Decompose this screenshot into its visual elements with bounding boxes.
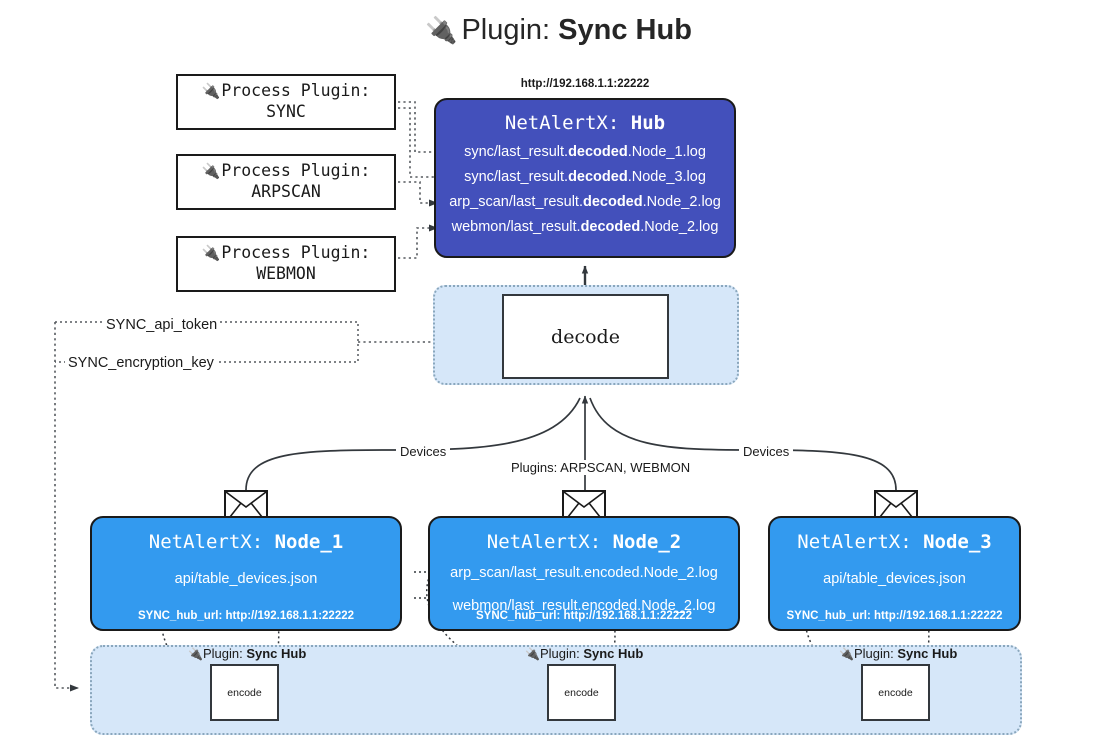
hub-log-strong: decoded: [580, 218, 641, 235]
plug-icon: 🔌: [201, 82, 221, 101]
plug-icon: 🔌: [201, 244, 221, 263]
node-title: NetAlertX: Node_3: [770, 531, 1019, 553]
hub-log-post: .Node_2.log: [642, 193, 721, 210]
hub-title-name: Hub: [630, 112, 666, 134]
plug-icon: 🔌: [425, 15, 458, 45]
hub-log-post: .Node_3.log: [627, 168, 706, 185]
encoder-plugin-name: Sync Hub: [246, 646, 307, 661]
sync-encryption-key-label: SYNC_encryption_key: [65, 355, 217, 371]
edge-label-devices-right: Devices: [739, 444, 794, 459]
sync-api-token-label: SYNC_api_token: [103, 317, 221, 333]
node-artifact: webmon/last_result.encoded.Node_2.log: [452, 597, 716, 614]
node-title-prefix: NetAlertX:: [486, 531, 613, 553]
hub-log-post: .Node_2.log: [640, 218, 719, 235]
node-artifact: api/table_devices.json: [823, 571, 966, 587]
process-plugin-label: Process Plugin:: [221, 243, 371, 263]
encoder-plugin-label: 🔌Plugin: Sync Hub: [188, 646, 306, 661]
hub-url-label: http://192.168.1.1:22222: [520, 78, 650, 90]
hub-log-strong: decoded: [582, 193, 643, 210]
hub-log-pre: sync/last_result.: [464, 168, 569, 185]
hub-title-prefix: NetAlertX:: [504, 112, 631, 134]
encoder-plugin-prefix: Plugin:: [539, 646, 584, 661]
encoder-plugin-label: 🔌Plugin: Sync Hub: [525, 646, 643, 661]
hub-log-line: webmon/last_result.decoded.Node_2.log: [436, 215, 734, 240]
process-plugin-label: Process Plugin:: [221, 161, 371, 181]
title-name: Sync Hub: [558, 14, 692, 46]
node-box-node-3[interactable]: NetAlertX: Node_3 api/table_devices.json…: [768, 516, 1021, 631]
process-plugin-value: WEBMON: [256, 264, 316, 283]
hub-log-strong: decoded: [568, 168, 628, 185]
node-hub-url: SYNC_hub_url: http://192.168.1.1:22222: [137, 610, 355, 622]
encoder-plugin-prefix: Plugin:: [202, 646, 247, 661]
node-title: NetAlertX: Node_1: [92, 531, 400, 553]
process-plugin-value: ARPSCAN: [251, 182, 321, 201]
hub-log-pre: sync/last_result.: [464, 144, 569, 160]
hub-log-line: sync/last_result.decoded.Node_1.log: [436, 140, 734, 165]
process-plugin-label: Process Plugin:: [221, 81, 371, 101]
plug-icon: 🔌: [188, 647, 203, 661]
node-title-name: Node_1: [274, 531, 344, 553]
decode-box[interactable]: decode: [502, 294, 669, 379]
encode-box[interactable]: encode: [861, 664, 930, 721]
node-title: NetAlertX: Node_2: [430, 531, 738, 553]
process-plugin-webmon[interactable]: 🔌Process Plugin: WEBMON: [176, 236, 396, 292]
encoder-plugin-prefix: Plugin:: [853, 646, 898, 661]
title-prefix: Plugin:: [461, 14, 559, 46]
node-artifact: api/table_devices.json: [174, 571, 318, 587]
node-hub-url: SYNC_hub_url: http://192.168.1.1:22222: [475, 610, 693, 622]
hub-log-line: arp_scan/last_result.decoded.Node_2.log: [436, 190, 734, 215]
hub-log-pre: arp_scan/last_result.: [449, 193, 583, 210]
node-title-name: Node_3: [923, 531, 992, 553]
node-hub-url: SYNC_hub_url: http://192.168.1.1:22222: [786, 610, 1003, 622]
encoder-plugin-name: Sync Hub: [583, 646, 644, 661]
edge-label-plugins: Plugins: ARPSCAN, WEBMON: [507, 460, 695, 475]
hub-log-line: sync/last_result.decoded.Node_3.log: [436, 165, 734, 190]
plug-icon: 🔌: [525, 647, 540, 661]
node-title-prefix: NetAlertX:: [148, 531, 275, 553]
node-title-prefix: NetAlertX:: [797, 531, 924, 553]
hub-title: NetAlertX: Hub: [436, 112, 734, 134]
encode-box[interactable]: encode: [547, 664, 616, 721]
process-plugin-arpscan[interactable]: 🔌Process Plugin: ARPSCAN: [176, 154, 396, 210]
node-box-node-2[interactable]: NetAlertX: Node_2 arp_scan/last_result.e…: [428, 516, 740, 631]
process-plugin-sync[interactable]: 🔌Process Plugin: SYNC: [176, 74, 396, 130]
node-title-name: Node_2: [612, 531, 682, 553]
hub-log-strong: decoded: [568, 144, 628, 160]
encoder-plugin-name: Sync Hub: [897, 646, 958, 661]
edge-webmon-to-hub-log4: [398, 224, 438, 259]
process-plugin-value: SYNC: [266, 102, 306, 121]
encoder-plugin-label: 🔌Plugin: Sync Hub: [839, 646, 957, 661]
node-artifact: arp_scan/last_result.encoded.Node_2.log: [450, 565, 718, 581]
encode-box[interactable]: encode: [210, 664, 279, 721]
plug-icon: 🔌: [201, 162, 221, 181]
edge-label-devices-left: Devices: [396, 444, 451, 459]
hub-log-pre: webmon/last_result.: [451, 218, 581, 235]
hub-box[interactable]: NetAlertX: Hub sync/last_result.decoded.…: [434, 98, 736, 258]
node-box-node-1[interactable]: NetAlertX: Node_1 api/table_devices.json…: [90, 516, 402, 631]
hub-log-post: .Node_1.log: [627, 144, 706, 160]
edge-keys-to-bottom-panel: [54, 322, 79, 692]
plug-icon: 🔌: [839, 647, 854, 661]
edge-arpscan-to-hub-log3: [398, 181, 438, 207]
page-title: 🔌Plugin: Sync Hub: [0, 14, 1117, 47]
